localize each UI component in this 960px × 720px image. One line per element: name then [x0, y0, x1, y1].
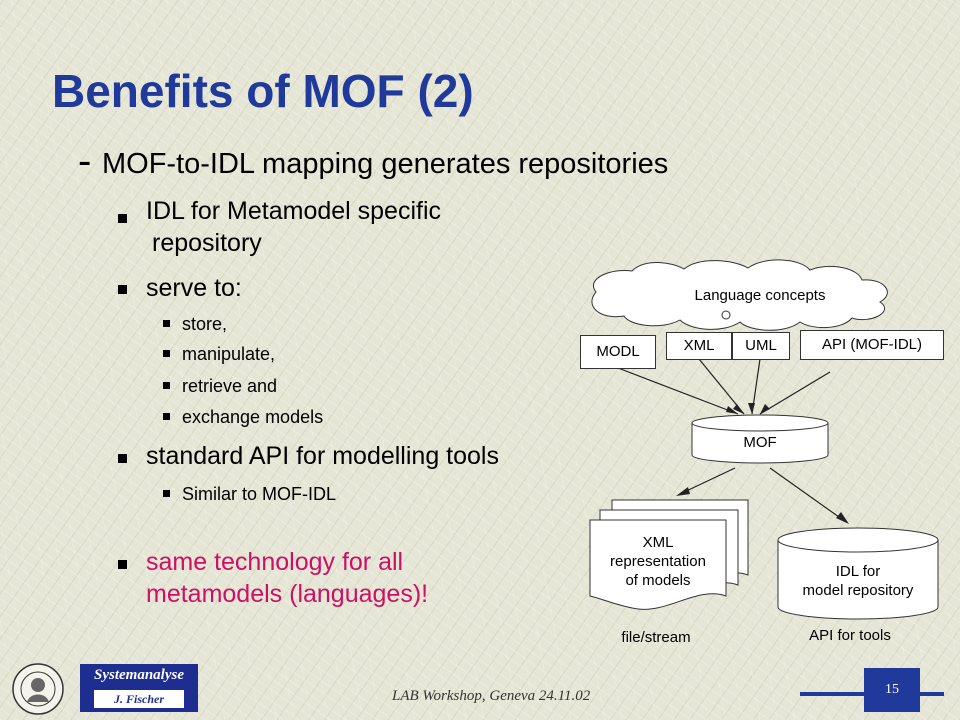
cloud-label: Language concepts	[694, 287, 826, 304]
bullet-idl-line2: repository	[152, 229, 262, 257]
modl-box: MODL	[580, 335, 656, 369]
bullet-idl: IDL for Metamodel specific repository	[146, 195, 441, 259]
arrow-mof-xml	[679, 467, 736, 495]
sub-bullet-marker	[163, 382, 170, 389]
repository-label: IDL for model repository	[778, 562, 938, 600]
logo-name-plate: J. Fischer	[94, 690, 184, 708]
subtitle: MOF-to-IDL mapping generates repositorie…	[102, 148, 669, 180]
bullet-marker	[118, 285, 127, 294]
repository-cylinder-top	[777, 527, 939, 553]
arrowhead	[676, 487, 690, 496]
arrowhead	[748, 403, 755, 414]
arrowhead	[726, 406, 738, 414]
highlight-line2: metamodels (languages)!	[146, 580, 429, 608]
sub-bullet-retrieve: retrieve and	[182, 376, 278, 396]
repository-cylinder	[777, 540, 939, 620]
bullet-marker	[118, 214, 127, 223]
xml-box: XML	[666, 332, 732, 360]
highlight-line1: same technology for all	[146, 548, 404, 576]
bullet-idl-line1: IDL for Metamodel specific	[146, 197, 442, 225]
arrow-mof-idl	[769, 467, 847, 523]
subtitle-marker: -	[78, 139, 92, 183]
api-box: API (MOF-IDL)	[800, 330, 944, 360]
api-tools-label: API for tools	[809, 627, 891, 644]
sub-bullet-exchange: exchange models	[182, 407, 324, 427]
arrow-modl-mof	[617, 367, 739, 415]
doc-label-line3: of models	[625, 572, 691, 589]
footer-text: LAB Workshop, Geneva 24.11.02	[392, 688, 591, 704]
sub-bullet-store: store,	[182, 314, 228, 334]
uml-box: UML	[732, 332, 790, 360]
bullet-marker	[118, 560, 127, 569]
arrow-api-mof	[759, 371, 831, 415]
bullet-serve: serve to:	[146, 274, 242, 302]
sub-bullet-similar: Similar to MOF-IDL	[182, 484, 337, 504]
link-icon	[721, 310, 731, 320]
doc-front	[589, 519, 727, 610]
cloud-shape	[591, 259, 888, 331]
logo-author-name: J. Fischer	[113, 692, 164, 706]
mof-cylinder-top	[691, 414, 829, 432]
sub-bullet-marker	[163, 350, 170, 357]
sub-bullet-marker	[163, 490, 170, 497]
page-number: 15	[864, 668, 920, 712]
mof-label: MOF	[743, 434, 777, 451]
arrowhead	[760, 404, 770, 414]
systemanalyse-logo: Systemanalyse J. Fischer	[80, 664, 198, 712]
sub-bullet-marker	[163, 320, 170, 327]
sub-bullet-marker	[163, 413, 170, 420]
logo-main-text: Systemanalyse	[94, 667, 184, 683]
arrowhead	[836, 512, 849, 524]
mof-cylinder	[691, 423, 829, 464]
sub-bullet-manipulate: manipulate,	[182, 344, 276, 364]
slide-title: Benefits of MOF (2)	[52, 65, 474, 117]
bullet-marker	[118, 454, 127, 463]
repository-label-line2: model repository	[802, 582, 914, 599]
bullet-standard-api: standard API for modelling tools	[146, 442, 499, 470]
highlight-bullet: same technology for all metamodels (lang…	[146, 546, 428, 610]
arrowhead	[733, 404, 744, 414]
doc-label: XML representation of models	[590, 533, 726, 590]
file-stream-label: file/stream	[621, 629, 691, 646]
doc-label-line1: XML	[642, 534, 674, 551]
university-seal-icon	[12, 663, 64, 715]
repository-label-line1: IDL for	[835, 563, 881, 580]
doc-label-line2: representation	[610, 553, 706, 570]
